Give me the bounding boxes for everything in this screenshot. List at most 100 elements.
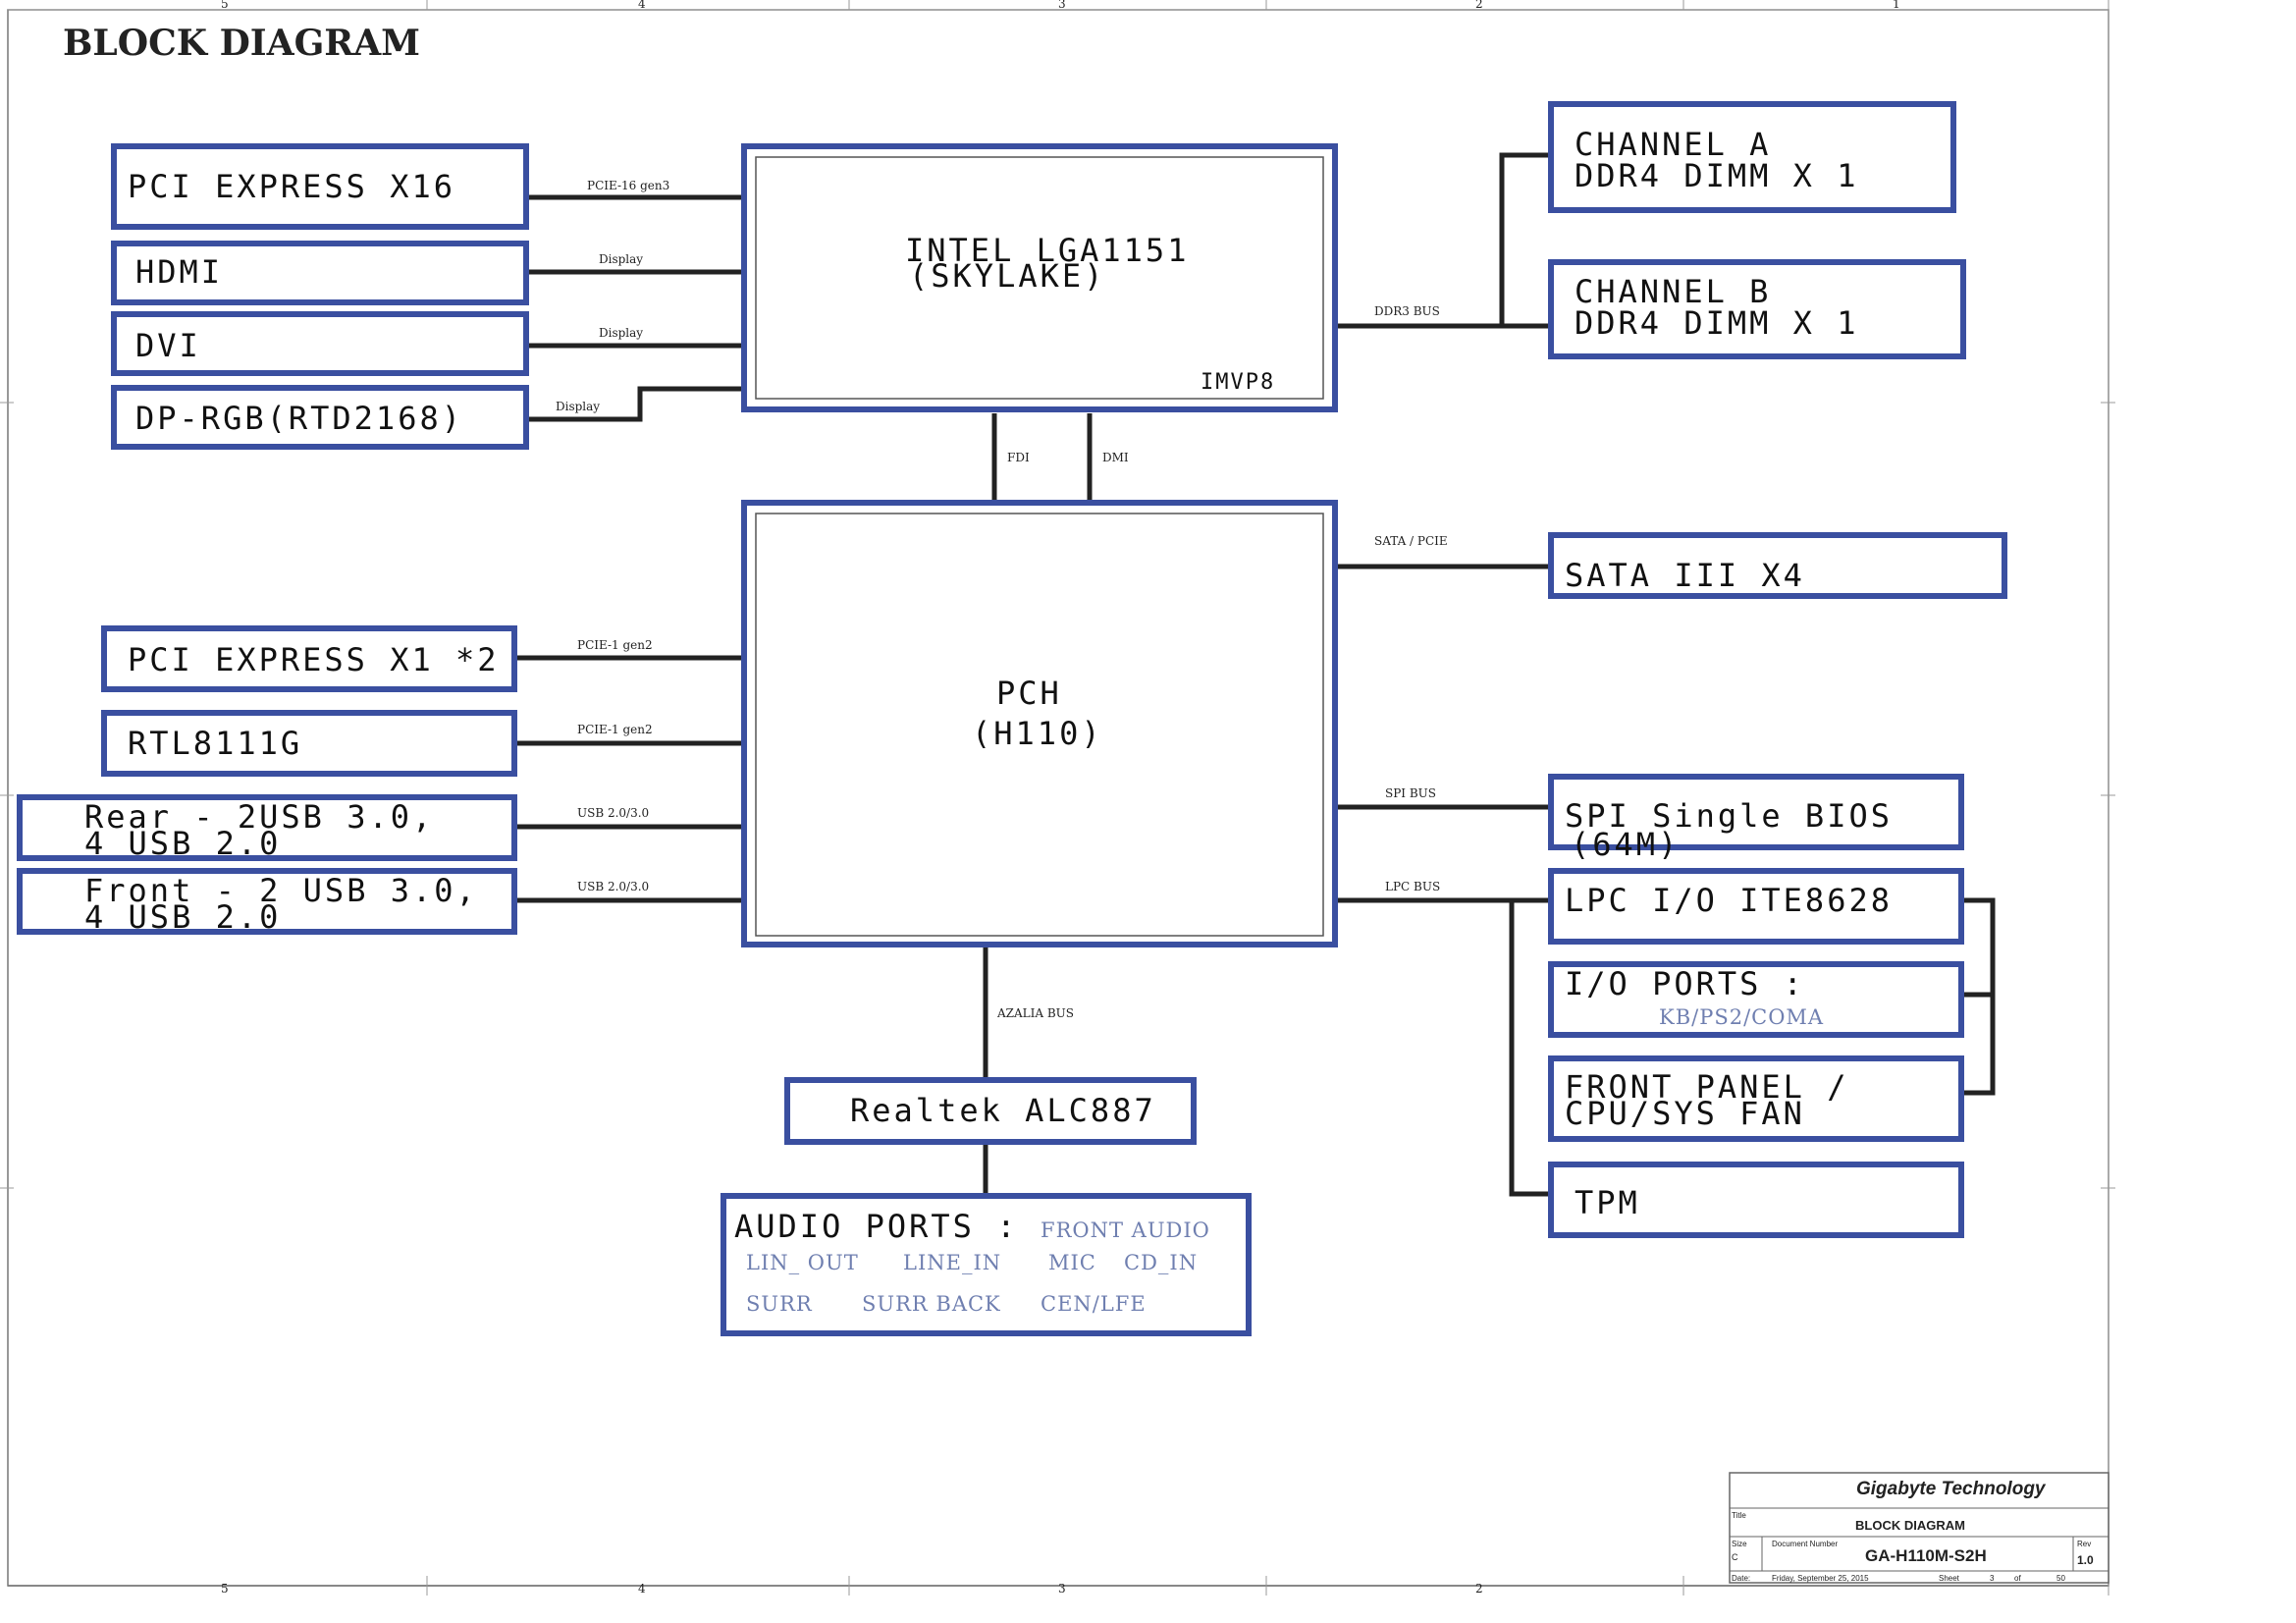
bus-label-spi: SPI BUS — [1385, 786, 1436, 800]
block-label: HDMI — [135, 253, 223, 291]
border-mark: 3 — [1058, 0, 1066, 11]
block-label: SPI Single BIOS — [1565, 797, 1893, 835]
cpu-imvp-label: IMVP8 — [1201, 370, 1275, 395]
block-label: DP-RGB(RTD2168) — [135, 400, 463, 437]
border-mark: 5 — [221, 1582, 229, 1596]
block-sata: SATA III X4 — [1548, 532, 2007, 599]
bus-label-display: Display — [599, 252, 643, 266]
block-label: DVI — [135, 327, 201, 364]
audio-port-mic: MIC — [1048, 1251, 1096, 1274]
block-label: SATA III X4 — [1565, 557, 1805, 594]
wires — [514, 152, 1996, 1197]
audio-port-surr-back: SURR BACK — [862, 1292, 1001, 1316]
block-dp-rgb: DP-RGB(RTD2168) — [111, 385, 529, 450]
bus-labels: PCIE-16 gen3 Display Display Display DDR… — [556, 179, 1448, 1020]
bus-label-ddr: DDR3 BUS — [1374, 304, 1440, 318]
bus-label-display: Display — [599, 326, 643, 340]
bus-label-pcie16: PCIE-16 gen3 — [587, 179, 669, 192]
company-name: Gigabyte Technology — [1856, 1479, 2047, 1499]
block-label: PCI EXPRESS X1 *2 — [128, 641, 500, 678]
audio-ports-title: AUDIO PORTS : — [734, 1208, 1018, 1245]
size-label: Size — [1732, 1540, 1747, 1548]
of-value: 50 — [2056, 1574, 2065, 1583]
block-label: 4 USB 2.0 — [84, 825, 281, 862]
block-label: (64M) — [1571, 826, 1680, 863]
border-mark: 2 — [1475, 0, 1483, 11]
block-lpc-io: LPC I/O ITE8628 — [1548, 868, 1964, 945]
size-value: C — [1732, 1552, 1738, 1562]
block-label: DDR4 DIMM X 1 — [1575, 304, 1858, 342]
border-mark: 5 — [221, 0, 229, 11]
block-label: TPM — [1575, 1184, 1640, 1221]
block-spi-bios: SPI Single BIOS (64M) — [1548, 774, 1964, 863]
sheet-value: 3 — [1990, 1574, 1995, 1583]
docnum-label: Document Number — [1772, 1540, 1838, 1548]
block-label: Front - 2 USB 3.0, — [84, 872, 478, 909]
block-label: RTL8111G — [128, 725, 302, 762]
block-pcie-x16: PCI EXPRESS X16 — [111, 143, 529, 230]
bus-label-sata: SATA / PCIE — [1374, 534, 1448, 548]
wire-ddr-split — [1499, 152, 1551, 329]
bus-label-usb: USB 2.0/3.0 — [577, 880, 649, 893]
title-label: Title — [1732, 1511, 1746, 1520]
audio-port-cd-in: CD_IN — [1124, 1251, 1198, 1274]
block-label: Realtek ALC887 — [850, 1092, 1156, 1129]
rev-value: 1.0 — [2077, 1553, 2094, 1567]
wire-tpm — [1509, 900, 1551, 1197]
bus-label-dmi: DMI — [1102, 451, 1129, 464]
block-front-panel: FRONT PANEL / CPU/SYS FAN — [1548, 1055, 1964, 1142]
block-cpu: INTEL LGA1151 (SKYLAKE) IMVP8 — [741, 143, 1338, 412]
block-label: PCI EXPRESS X16 — [128, 168, 455, 205]
date-label: Date: — [1732, 1574, 1750, 1583]
audio-port-front: FRONT AUDIO — [1041, 1218, 1210, 1242]
block-label: FRONT PANEL / — [1565, 1068, 1848, 1106]
border-mark: 4 — [638, 1582, 646, 1596]
block-label: LPC I/O ITE8628 — [1565, 882, 1893, 919]
cpu-codename: (SKYLAKE) — [909, 257, 1105, 295]
block-sublabel: KB/PS2/COMA — [1659, 1005, 1824, 1029]
bus-label-display: Display — [556, 400, 600, 413]
block-label: I/O PORTS : — [1565, 965, 1805, 1002]
block-front-usb: Front - 2 USB 3.0, 4 USB 2.0 — [17, 868, 517, 936]
border-mark: 1 — [1893, 0, 1900, 11]
audio-port-lin-out: LIN_ OUT — [746, 1251, 859, 1274]
block-rear-usb: Rear - 2USB 3.0, 4 USB 2.0 — [17, 794, 517, 862]
bus-label-azalia: AZALIA BUS — [996, 1006, 1074, 1020]
docnum-value: GA-H110M-S2H — [1865, 1546, 1987, 1565]
block-io-ports: I/O PORTS : KB/PS2/COMA — [1548, 961, 1964, 1038]
border-mark: 4 — [638, 0, 646, 11]
sheet-frame: 5 4 3 2 1 5 4 3 2 — [0, 0, 2115, 1596]
bus-label-usb: USB 2.0/3.0 — [577, 806, 649, 820]
bus-label-pcie1: PCIE-1 gen2 — [577, 638, 653, 652]
border-mark: 3 — [1058, 1582, 1066, 1596]
bus-label-pcie1: PCIE-1 gen2 — [577, 723, 653, 736]
block-pch: PCH (H110) — [741, 500, 1338, 947]
block-label: CPU/SYS FAN — [1565, 1095, 1805, 1132]
block-label: Rear - 2USB 3.0, — [84, 798, 434, 836]
pch-model: (H110) — [972, 715, 1103, 752]
bus-label-fdi: FDI — [1007, 451, 1030, 464]
page-title: BLOCK DIAGRAM — [63, 23, 420, 64]
block-audio-ports: AUDIO PORTS : FRONT AUDIO LIN_ OUT LINE_… — [721, 1193, 1252, 1336]
of-label: of — [2014, 1574, 2021, 1583]
block-label: 4 USB 2.0 — [84, 898, 281, 936]
bus-label-lpc: LPC BUS — [1385, 880, 1440, 893]
block-rtl8111g: RTL8111G — [101, 710, 517, 777]
audio-port-line-in: LINE_IN — [903, 1251, 1001, 1274]
block-channel-b: CHANNEL B DDR4 DIMM X 1 — [1548, 259, 1966, 359]
cpu-name: INTEL LGA1151 — [905, 232, 1189, 269]
wire-dp-rgb — [526, 386, 744, 422]
block-tpm: TPM — [1548, 1162, 1964, 1238]
date-value: Friday, September 25, 2015 — [1772, 1574, 1869, 1583]
block-label: CHANNEL B — [1575, 273, 1771, 310]
title-value: BLOCK DIAGRAM — [1855, 1518, 1965, 1533]
audio-port-surr: SURR — [746, 1292, 813, 1316]
audio-port-cen-lfe: CEN/LFE — [1041, 1292, 1147, 1316]
block-dvi: DVI — [111, 311, 529, 376]
block-channel-a: CHANNEL A DDR4 DIMM X 1 — [1548, 101, 1956, 213]
block-hdmi: HDMI — [111, 241, 529, 305]
block-pcie-x1: PCI EXPRESS X1 *2 — [101, 625, 517, 692]
border-mark: 2 — [1475, 1582, 1483, 1596]
